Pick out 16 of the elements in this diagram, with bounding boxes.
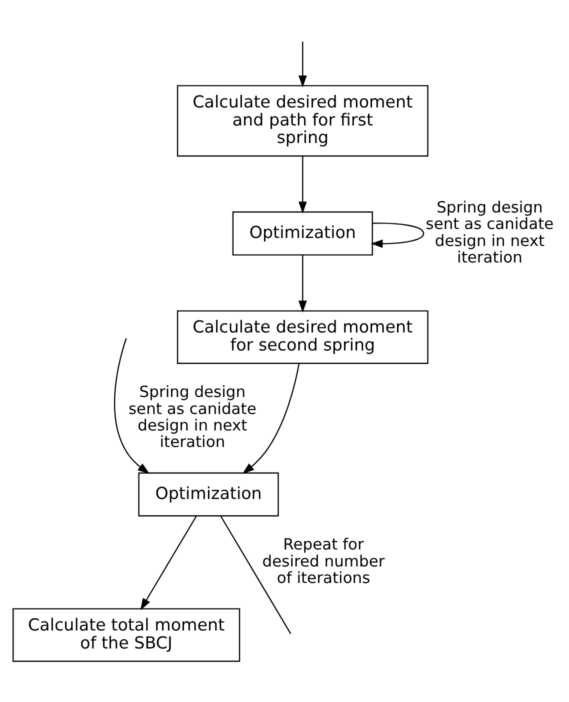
node-box: Optimization (138, 472, 279, 516)
edge-label: Repeat for desired number of iterations (262, 536, 385, 588)
connector (220, 516, 292, 634)
arrow (140, 516, 197, 610)
arrow (242, 364, 300, 474)
arrow (298, 255, 307, 313)
node-box: Calculate desired moment for second spring (176, 310, 428, 364)
arrow (370, 222, 424, 248)
edge-label: Spring design sent as canidate design in next iteration (426, 198, 554, 267)
arrow (298, 42, 307, 88)
node-box: Calculate desired moment and path for first spring (176, 85, 428, 157)
node-box: Calculate total moment of the SBCJ (12, 608, 240, 662)
edge-label: Spring design sent as canidate design in next iteration (128, 383, 256, 452)
node-box: Optimization (232, 211, 373, 256)
arrow (114, 338, 150, 474)
arrow (298, 156, 307, 214)
